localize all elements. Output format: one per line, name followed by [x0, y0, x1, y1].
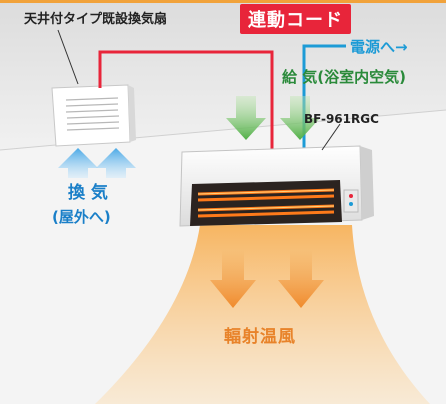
fan-label-leader — [57, 29, 79, 85]
model-label: BF-961RGC — [304, 112, 379, 126]
supply-air-arrow-right — [280, 96, 320, 140]
exhaust-arrow-right — [96, 148, 136, 178]
radiant-heat-beam — [95, 225, 430, 404]
interlock-cord-badge: 連動コード — [240, 4, 351, 34]
supply-air-label: 給 気(浴室内空気) — [282, 68, 406, 86]
control-panel — [343, 189, 359, 213]
power-label: 電源へ→ — [350, 38, 408, 56]
interlock-cord-line — [98, 50, 274, 150]
radiant-heat-label: 輻射温風 — [224, 327, 296, 347]
supply-air-arrow-left — [226, 96, 266, 140]
top-accent-bar — [0, 0, 446, 3]
ceiling-fan-label: 天井付タイプ既設換気扇 — [24, 12, 168, 27]
exhaust-label: 換 気 — [68, 183, 108, 203]
heater-unit — [179, 145, 374, 227]
ceiling-fan — [51, 84, 136, 147]
exhaust-arrow-left — [58, 148, 98, 178]
radiant-arrow-right — [278, 250, 324, 308]
radiant-arrow-left — [210, 250, 256, 308]
model-label-leader — [321, 123, 341, 151]
exhaust-sub-label: (屋外へ) — [52, 208, 111, 226]
